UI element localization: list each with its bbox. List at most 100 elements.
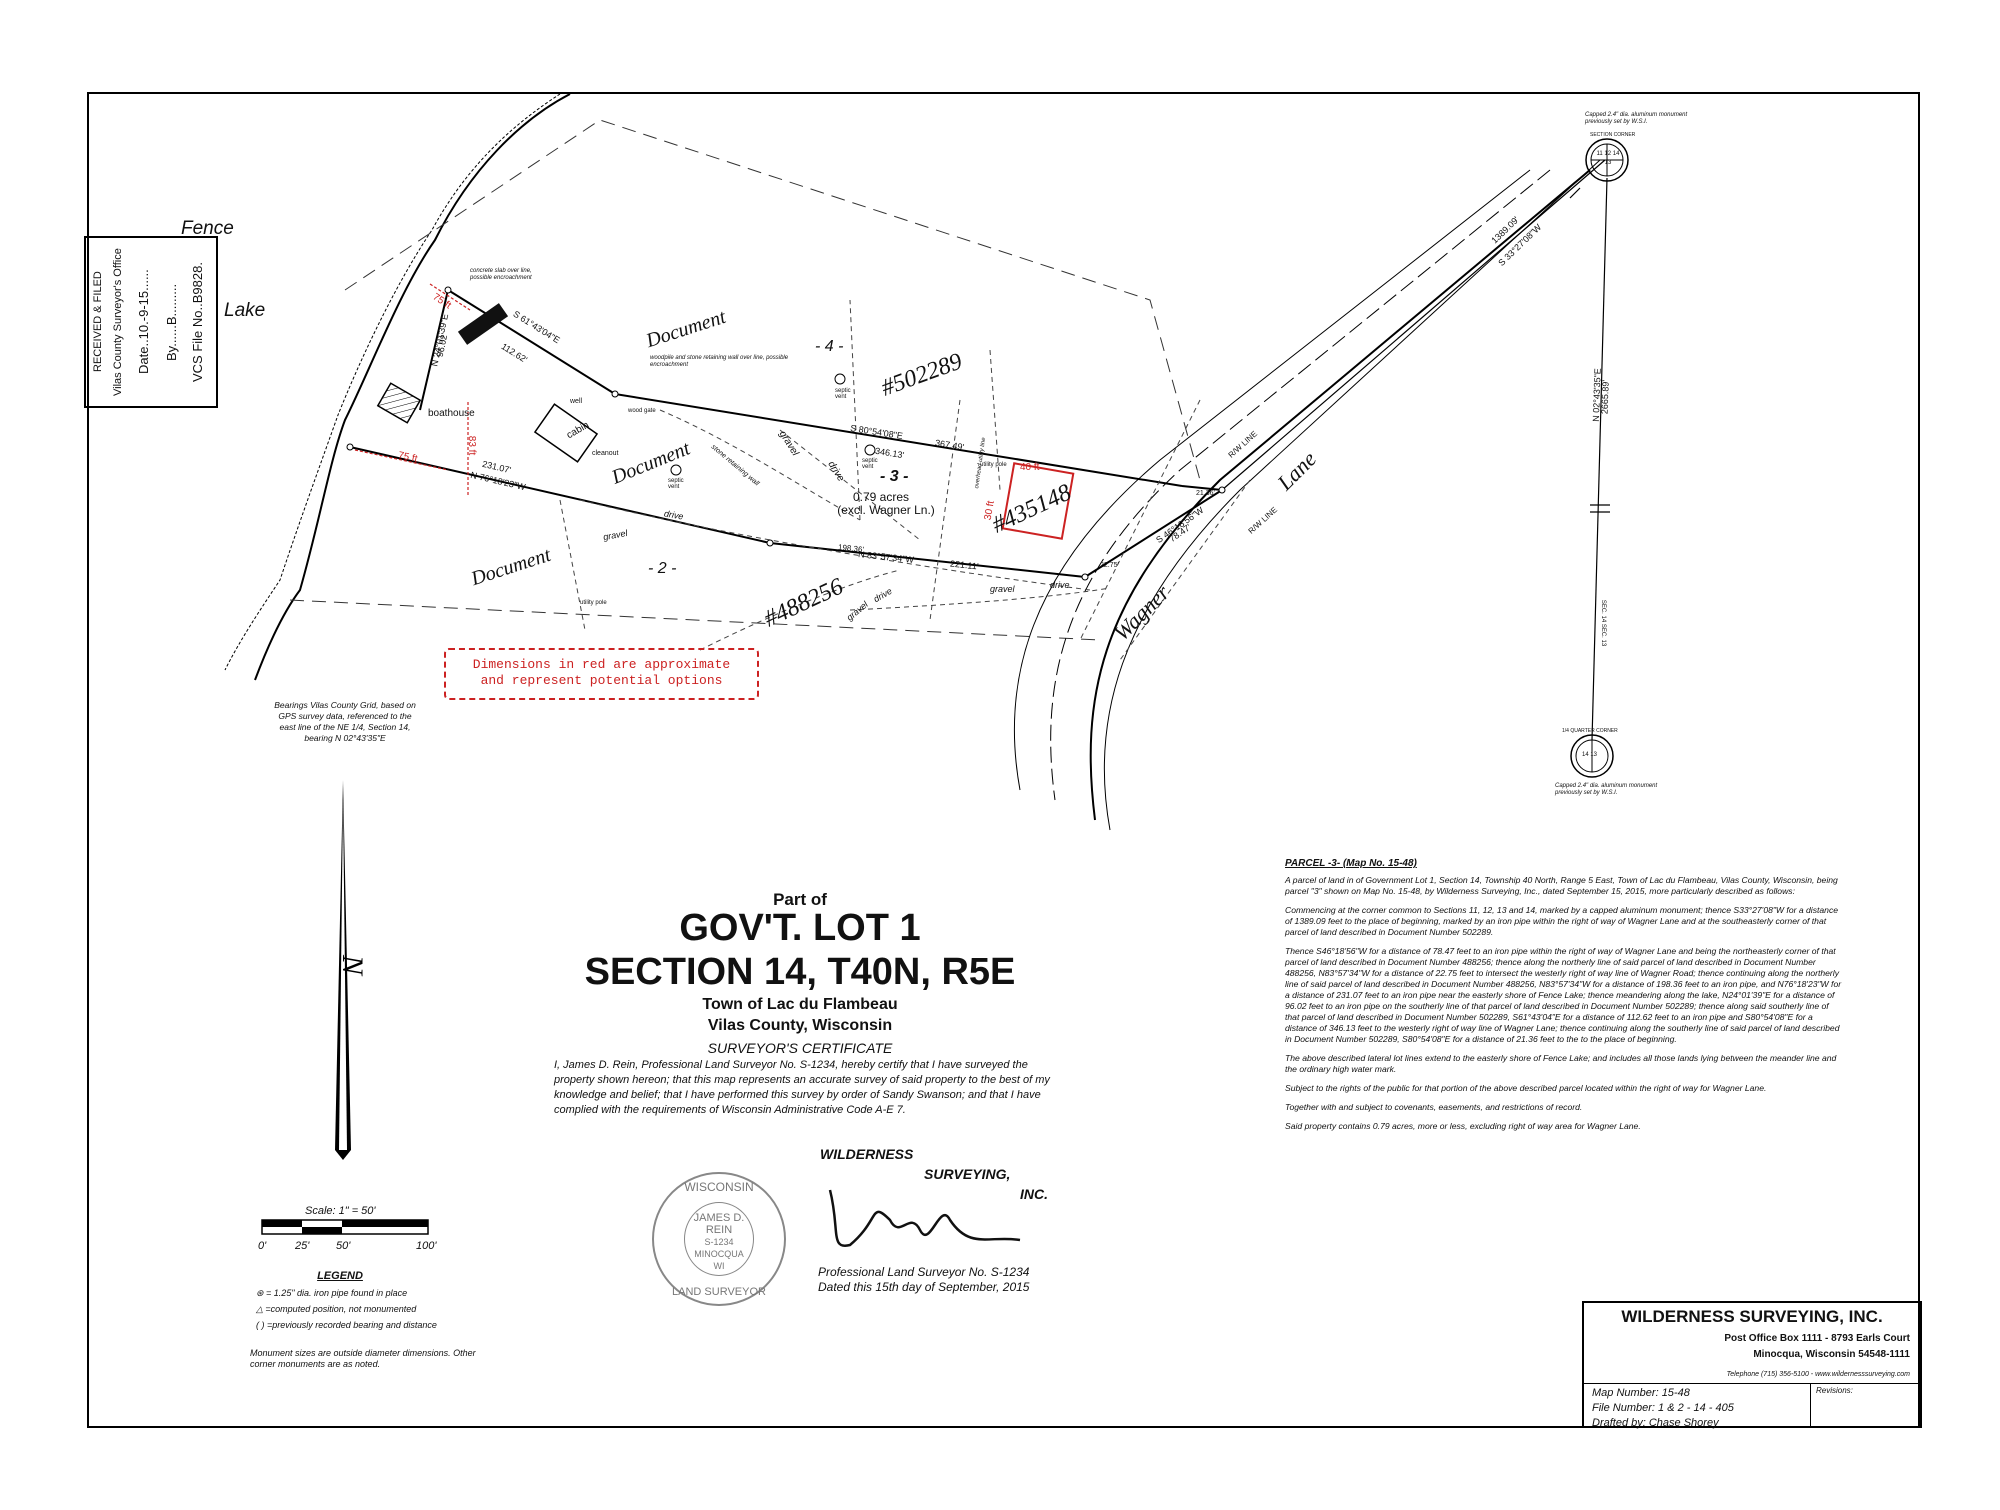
legend-title: LEGEND (317, 1270, 363, 1282)
signature-line-2: Dated this 15th day of September, 2015 (818, 1280, 1030, 1294)
lake-label: Lake (224, 300, 266, 321)
red-dim-75a (429, 283, 471, 311)
handwritten-signature (828, 1189, 1021, 1247)
approximate-dimensions-note: Dimensions in red are approximate and re… (444, 648, 759, 700)
certificate-heading: SURVEYOR'S CERTIFICATE (707, 1040, 893, 1056)
lot2-label: - 2 - (648, 560, 677, 577)
drive-label-4: drive (1050, 580, 1070, 590)
gravel-drive-lower (579, 499, 1091, 591)
row-west (1013, 169, 1531, 791)
lot4-boundary (344, 119, 1201, 481)
concrete-note: concrete slab over line, possible encroa… (470, 268, 532, 281)
stamp-by: By......B......... (164, 283, 179, 361)
line-n83 (769, 542, 1086, 578)
title-county: Vilas County, Wisconsin (707, 1017, 893, 1034)
line-n76 (349, 446, 771, 544)
tie-line (1221, 159, 1606, 491)
boathouse-label: boathouse (428, 408, 475, 419)
svg-text:N: N (336, 954, 369, 977)
title-lot: GOV'T. LOT 1 (679, 907, 921, 949)
utility-pole-label-2: utility pole (580, 600, 607, 606)
title-part-of: Part of (773, 890, 827, 909)
distance-2136: 21.36' (1196, 490, 1215, 497)
parcel-paragraph-3: Thence S46°18'56"W for a distance of 78.… (1285, 946, 1842, 1044)
stamp-line1: RECEIVED & FILED (92, 271, 104, 373)
signature-firm-1: WILDERNESS (820, 1146, 914, 1162)
scale-tick-50: 50' (336, 1240, 351, 1252)
quarter-corner-monument (1570, 734, 1614, 778)
stamp-line2: Vilas County Surveyor's Office (112, 248, 124, 396)
legend-item-recorded: ( ) =previously recorded bearing and dis… (256, 1320, 437, 1330)
quarter-corner-label: 1/4 QUARTER CORNER (1562, 728, 1618, 734)
utility-pole-label-1: utility pole (980, 462, 1007, 468)
gravel-label-4: gravel (990, 584, 1015, 594)
legend: LEGEND ⊛ = 1.25" dia. iron pipe found in… (250, 1270, 480, 1370)
title-block-address-2: Minocqua, Wisconsin 54548-1111 (1753, 1349, 1910, 1360)
surveyor-seal: WISCONSIN JAMES D. REIN S-1234 MINOCQUA … (652, 1172, 786, 1306)
gravel-drive-upper (659, 409, 861, 521)
title-block-address-1: Post Office Box 1111 - 8793 Earls Court (1724, 1333, 1910, 1344)
woodpile-note: woodpile and stone retaining wall over l… (650, 355, 789, 368)
line-s80b (1181, 485, 1223, 491)
drafted-by: Drafted by: Chase Shorey (1592, 1417, 1719, 1429)
seal-state: WI (713, 1261, 725, 1271)
revisions-label: Revisions: (1816, 1386, 1853, 1395)
acres-excl-label: (excl. Wagner Ln.) (837, 503, 935, 517)
seal-number: S-1234 (704, 1237, 734, 1247)
red-note-line1: Dimensions in red are approximate (472, 657, 731, 672)
section-line-label: SEC. 14 SEC. 13 (1600, 599, 1607, 647)
line-n24 (419, 289, 449, 411)
line-s61 (447, 289, 616, 395)
scale-label: Scale: 1" = 50' (305, 1205, 376, 1217)
seal-name-2: REIN (705, 1224, 733, 1236)
red-dim-75b (354, 449, 449, 471)
septic-vent-label-1: septic vent (835, 388, 851, 400)
line-s80 (614, 393, 1183, 487)
cleanout-label: cleanout (592, 450, 619, 457)
certificate-body: I, James D. Rein, Professional Land Surv… (554, 1059, 1050, 1116)
title-section: SECTION 14, T40N, R5E (584, 951, 1016, 993)
septic-vent-label-3: septic vent (668, 478, 684, 490)
section-corner-monument (1585, 138, 1629, 182)
scale-tick-25: 25' (295, 1240, 310, 1252)
title-block-telephone: Telephone (715) 356-5100 - www.wildernes… (1726, 1371, 1910, 1378)
cabin-building (533, 403, 599, 463)
wood-gate-label: wood gate (628, 408, 656, 414)
triangle-icon: △ (256, 1304, 266, 1314)
iron-pipe-icon: ⊛ (256, 1288, 267, 1298)
parcel-paragraph-4: The above described lateral lot lines ex… (1285, 1053, 1837, 1074)
section-numbers-bottom: 14 13 (1582, 752, 1598, 758)
legend-item-computed: =computed position, not monumented (265, 1304, 417, 1314)
seal-name-1: JAMES D. (693, 1212, 745, 1224)
parcel-paragraph-6: Together with and subject to covenants, … (1285, 1102, 1583, 1112)
section-numbers-top: 11 12 14 13 (1596, 151, 1620, 166)
legend-item-iron-pipe: = 1.25" dia. iron pipe found in place (266, 1288, 408, 1298)
section-line (1591, 177, 1608, 741)
bearing-basis-note: Bearings Vilas County Grid, based on GPS… (274, 700, 416, 743)
proposed-site-435148 (1001, 462, 1075, 540)
well-label: well (570, 398, 583, 405)
parcel-description: PARCEL -3- (Map No. 15-48) A parcel of l… (1285, 858, 1845, 1140)
distance-2275: 22.75' (1100, 562, 1119, 569)
stamp-date: Date..10.-9-15...... (136, 269, 151, 375)
line-s46 (1084, 489, 1223, 578)
concrete-slab (457, 303, 509, 345)
title-main: GOV'T. LOT 1 SECTION 14, T40N, R5E (500, 906, 1100, 994)
scale-tick-0: 0' (258, 1240, 267, 1252)
parcel-paragraph-1: A parcel of land in of Government Lot 1,… (1285, 875, 1838, 896)
seal-city: MINOCQUA (694, 1249, 744, 1259)
shoreline-hatch (224, 93, 561, 671)
filing-stamp: RECEIVED & FILED Vilas County Surveyor's… (84, 236, 218, 408)
shoreline (254, 93, 571, 681)
drawing-frame (87, 92, 1920, 1428)
row-east (1103, 159, 1601, 831)
dim-40: 40 ft (1020, 462, 1040, 473)
parcel-paragraph-5: Subject to the rights of the public for … (1285, 1083, 1767, 1093)
legend-note: Monument sizes are outside diameter dime… (250, 1348, 476, 1369)
title-block-firm: WILDERNESS SURVEYING, INC. (1621, 1307, 1883, 1326)
distance-2665: 2665.89' (1599, 379, 1611, 415)
file-number: File Number: 1 & 2 - 14 - 405 (1592, 1402, 1734, 1414)
map-number: Map Number: 15-48 (1592, 1387, 1690, 1399)
fence-label: Fence (181, 218, 234, 239)
dim-83: 83 ft (466, 435, 478, 456)
